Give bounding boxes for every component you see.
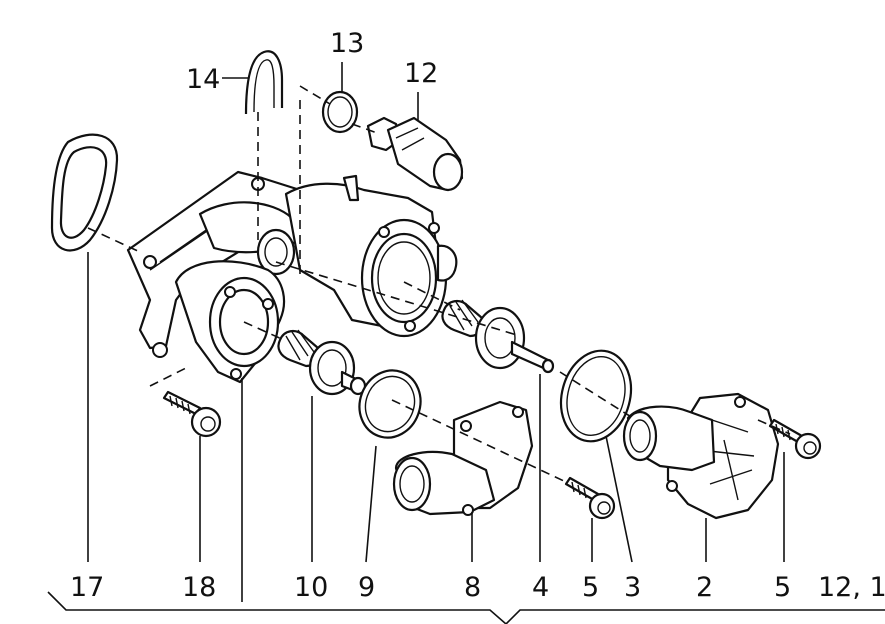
label-5-a: 5 (582, 572, 599, 603)
part-13-o-ring (321, 90, 359, 134)
thermostat-housing (126, 170, 312, 384)
label-3: 3 (624, 572, 641, 603)
upper-housing-body (284, 174, 458, 338)
part-2-coolant-flange (622, 392, 780, 520)
label-17: 17 (70, 572, 104, 603)
part-12-temperature-sender (366, 116, 464, 192)
assembly-lines (87, 85, 791, 483)
label-12: 12 (404, 58, 438, 89)
part-14-retaining-clip (244, 50, 284, 115)
label-13: 13 (330, 28, 364, 59)
part-10-thermostat (277, 329, 367, 396)
label-2: 2 (696, 572, 713, 603)
part-17-gasket (50, 133, 119, 252)
part-5-bolt-a (564, 476, 616, 520)
label-12-1: 12, 1 (818, 572, 885, 603)
label-10: 10 (294, 572, 328, 603)
part-3-seal-ring (559, 349, 633, 443)
label-8: 8 (464, 572, 481, 603)
part-labels: 17 18 10 9 8 4 5 3 2 5 12, 1 14 13 12 (70, 28, 885, 603)
part-8-coolant-flange (392, 400, 534, 516)
label-14: 14 (186, 64, 220, 95)
label-5-b: 5 (774, 572, 791, 603)
leader-lines (47, 62, 885, 624)
label-18: 18 (182, 572, 216, 603)
part-9-seal-ring (358, 369, 422, 439)
part-18-bolt (162, 390, 222, 438)
part-5-bolt-b (768, 418, 822, 460)
label-9: 9 (358, 572, 375, 603)
label-4: 4 (532, 572, 549, 603)
part-4-thermostat (441, 299, 555, 374)
